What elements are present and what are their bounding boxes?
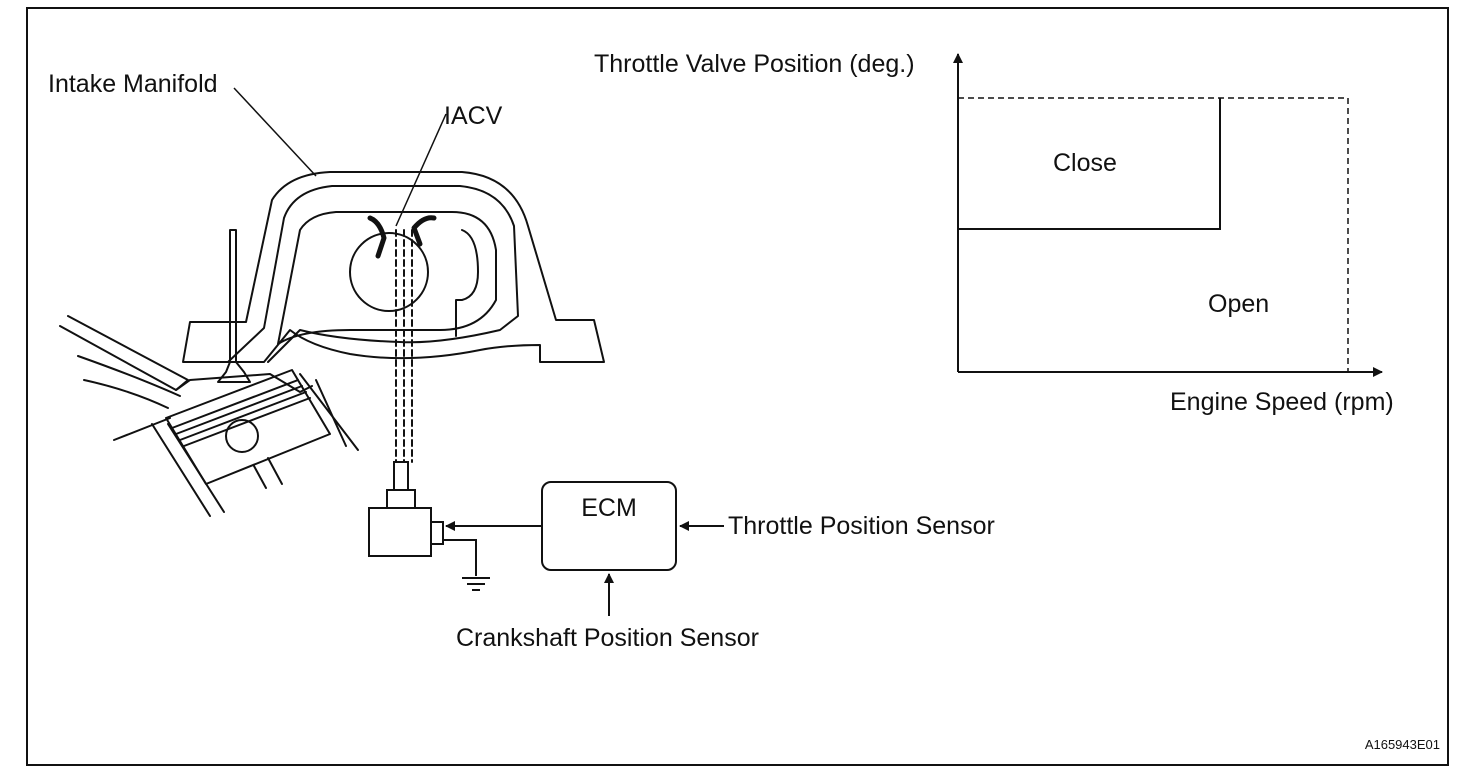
piston-ring-3 (179, 391, 307, 441)
piston-ring-4 (183, 397, 311, 447)
ground-circuit (443, 539, 490, 591)
connecting-rod-left (253, 465, 267, 489)
actuator-body (368, 507, 432, 557)
intake-manifold-leader (233, 87, 317, 177)
cylinder-head-lower (83, 379, 169, 409)
actuator-cap (386, 489, 416, 509)
cylinder-head-curve (77, 355, 181, 397)
actuator-connector (430, 521, 444, 545)
piston-ring-2 (175, 385, 303, 435)
combustion-chamber-left (59, 315, 189, 391)
iacv-valve-body (349, 232, 429, 312)
connecting-rod-right (267, 457, 283, 485)
crankshaft-position-sensor-label: Crankshaft Position Sensor (456, 624, 759, 652)
engine-cross-section (59, 171, 605, 517)
piston-pin (225, 419, 259, 453)
iacv-clip-right (411, 215, 437, 247)
graph-x-axis-label: Engine Speed (rpm) (1170, 388, 1394, 416)
intake-manifold-label: Intake Manifold (48, 70, 218, 98)
cylinder-wall-right (299, 373, 359, 451)
actuator-stem (393, 461, 409, 491)
iacv-clip-left (367, 215, 387, 259)
intake-manifold-inner (227, 185, 519, 363)
intake-manifold-outer (182, 171, 605, 363)
iacv-leader (395, 113, 447, 227)
intake-port (277, 211, 497, 345)
throttle-valve-graph: Throttle Valve Position (deg.) Engine Sp… (594, 50, 1394, 416)
ground-wire (443, 539, 477, 576)
graph-y-axis-label: Throttle Valve Position (deg.) (594, 50, 915, 78)
ecm-label: ECM (581, 494, 637, 522)
graph-open-limit-dashed (958, 97, 1349, 372)
figure-code: A165943E01 (1365, 737, 1440, 752)
intake-valve (217, 229, 251, 383)
graph-region-close: Close (1053, 149, 1117, 177)
graph-close-boundary (958, 98, 1221, 230)
cylinder-head-edge (113, 417, 171, 441)
cylinder-wall-right-inner (315, 379, 347, 447)
surge-passage (455, 229, 479, 337)
iacv-label: IACV (444, 102, 503, 130)
figure-frame (26, 7, 1449, 766)
iacv-actuator (368, 461, 444, 557)
piston (165, 369, 331, 485)
graph-region-open: Open (1208, 290, 1269, 318)
piston-ring-1 (171, 379, 299, 429)
cylinder-wall-left (151, 423, 211, 517)
throttle-position-sensor-label: Throttle Position Sensor (728, 512, 995, 540)
